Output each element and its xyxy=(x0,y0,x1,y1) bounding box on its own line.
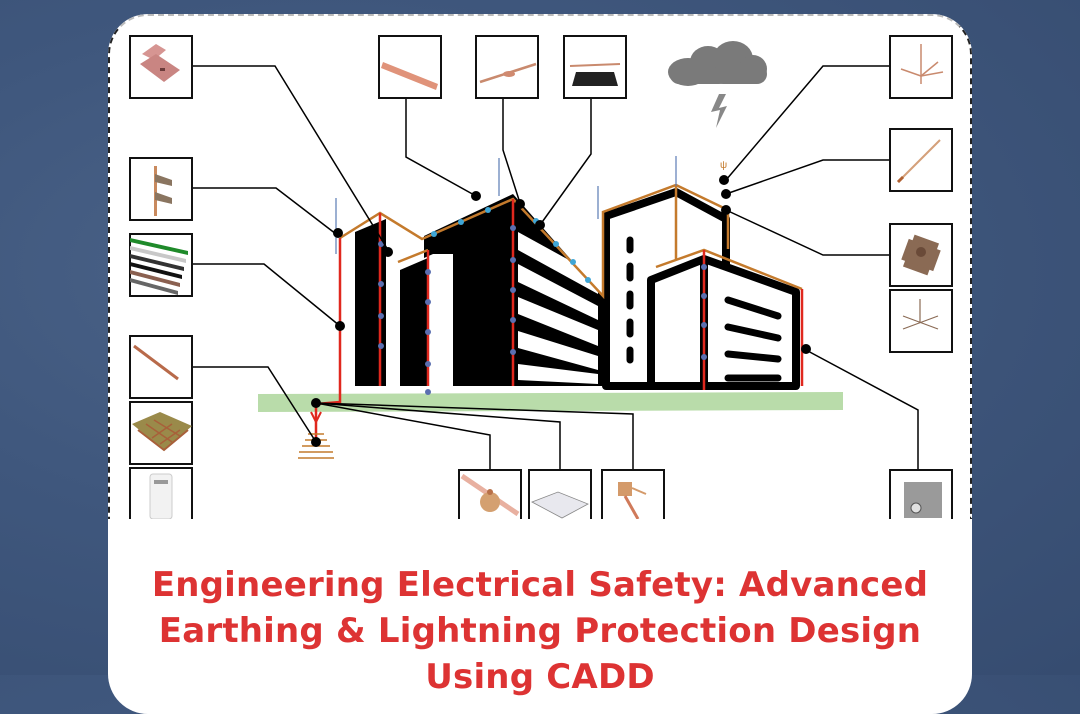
title-line-1: Engineering Electrical Safety: Advanced xyxy=(151,565,929,605)
ground-strip xyxy=(258,392,843,412)
counter-box-icon xyxy=(904,482,942,518)
roof-fixings xyxy=(431,207,591,283)
content-card: ψ xyxy=(108,14,972,714)
inspection-pit-icon xyxy=(531,491,589,519)
compound-bag-icon xyxy=(149,473,173,519)
junction-points xyxy=(311,175,811,447)
strip-fixing-icon xyxy=(479,62,537,84)
earth-rod-spike-icon xyxy=(902,299,939,330)
copper-strip-icon xyxy=(381,62,438,90)
roof-conductor-support-box xyxy=(563,35,627,99)
rubber-support-icon xyxy=(569,63,621,86)
roof-conductor xyxy=(339,183,730,300)
diagram-frame xyxy=(108,14,972,519)
lightning-protection-diagram: ψ xyxy=(129,35,953,519)
earth-mesh-icon xyxy=(132,412,192,452)
air-terminals xyxy=(335,156,677,254)
base-plate-icon xyxy=(901,234,941,276)
down-conductor-fixings xyxy=(378,225,707,395)
down-conductor-holder-box xyxy=(129,157,193,221)
leader-lines xyxy=(193,65,919,469)
building-left xyxy=(355,194,603,386)
page-title: Engineering Electrical Safety: Advanced … xyxy=(108,562,972,700)
rod-icon xyxy=(896,139,941,184)
title-line-3: Using CADD xyxy=(425,657,655,697)
coated-strip-icon xyxy=(130,238,188,295)
title-line-2: Earthing & Lightning Protection Design xyxy=(158,611,922,651)
holder-icon xyxy=(154,166,172,216)
earth-rod-spike-box xyxy=(889,289,953,353)
air-terminal-tip: ψ xyxy=(720,160,727,171)
rod-clamp-icon xyxy=(460,473,520,517)
cable-clamp-icon xyxy=(618,482,647,519)
air-terminal-icon xyxy=(900,44,944,84)
copper-clip-icon xyxy=(140,44,180,82)
thunder-cloud-icon xyxy=(668,41,767,128)
earth-rod-icon xyxy=(133,344,179,381)
